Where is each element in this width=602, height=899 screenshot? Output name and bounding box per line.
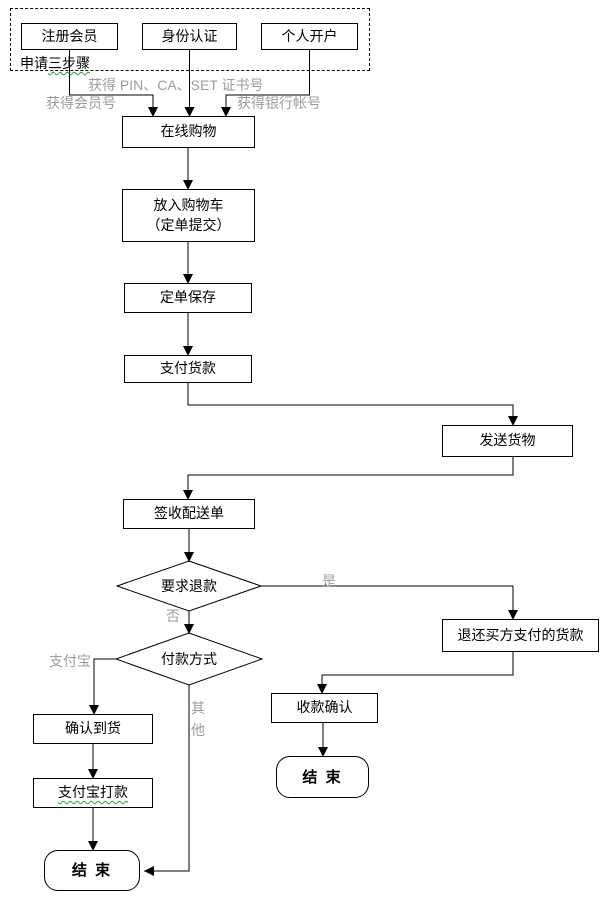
node-alipay-payout-label: 支付宝打款 — [58, 784, 128, 801]
node-sign-delivery-label: 签收配送单 — [154, 505, 224, 522]
node-add-to-cart-line2: （定单提交） — [146, 216, 231, 233]
node-identity-auth-label: 身份认证 — [161, 27, 218, 44]
node-register-member-label: 注册会员 — [41, 27, 98, 44]
decision-payment-method-label: 付款方式 — [161, 651, 217, 667]
edge-label-cert: 获得 PIN、CA、SET 证书号 — [88, 77, 264, 93]
edge-other-to-end-left — [144, 685, 190, 876]
node-save-order-label: 定单保存 — [160, 289, 216, 306]
node-send-goods: 发送货物 — [442, 425, 573, 457]
edge-label-alipay: 支付宝 — [49, 653, 91, 669]
node-add-to-cart: 放入购物车 （定单提交） — [122, 189, 255, 242]
edge-alipay-to-confirm-arrival — [89, 658, 116, 715]
node-pay-goods: 支付货款 — [124, 355, 252, 383]
node-register-member: 注册会员 — [21, 23, 118, 50]
node-alipay-payout: 支付宝打款 — [33, 778, 153, 808]
node-refund-buyer: 退还买方支付的货款 — [442, 619, 599, 652]
edge-label-member-id: 获得会员号 — [46, 95, 116, 111]
edge-pay-to-ship — [187, 382, 518, 426]
node-open-account: 个人开户 — [261, 23, 358, 50]
node-online-shopping: 在线购物 — [122, 116, 255, 148]
node-online-shopping-label: 在线购物 — [160, 123, 217, 140]
edge-label-no: 否 — [166, 608, 180, 624]
edge-label-bank-account: 获得银行帐号 — [237, 95, 321, 111]
application-steps-label-marked: 三步骤 — [48, 55, 90, 71]
node-refund-buyer-label: 退还买方支付的货款 — [457, 626, 584, 643]
edge-ship-to-sign — [183, 457, 514, 500]
node-confirm-arrival: 确认到货 — [33, 714, 153, 744]
node-identity-auth: 身份认证 — [142, 23, 237, 50]
node-send-goods-label: 发送货物 — [479, 432, 536, 449]
decision-request-refund-label: 要求退款 — [161, 578, 217, 594]
node-open-account-label: 个人开户 — [281, 27, 338, 44]
application-steps-label: 申请三步骤 — [20, 53, 90, 73]
node-confirm-collection: 收款确认 — [271, 693, 378, 723]
node-end-right-label: 结 束 — [302, 768, 343, 786]
edge-label-yes: 是 — [322, 573, 336, 589]
application-steps-label-prefix: 申请 — [20, 55, 48, 71]
edge-yes-to-refund-buyer — [261, 585, 518, 620]
application-steps-group — [10, 8, 370, 71]
node-confirm-arrival-label: 确认到货 — [65, 720, 121, 737]
node-end-left: 结 束 — [44, 850, 140, 891]
node-pay-goods-label: 支付货款 — [160, 360, 216, 377]
node-add-to-cart-line1: 放入购物车 — [153, 196, 224, 213]
edge-refund-buyer-to-collection — [317, 652, 514, 694]
node-save-order: 定单保存 — [124, 283, 252, 313]
node-end-right: 结 束 — [276, 756, 369, 798]
node-end-left-label: 结 束 — [71, 862, 113, 879]
node-sign-delivery: 签收配送单 — [123, 499, 255, 529]
node-confirm-collection-label: 收款确认 — [296, 699, 353, 716]
edge-label-other-char1: 其 — [191, 700, 205, 716]
edge-label-other: 其 他 — [191, 697, 205, 741]
edge-label-other-char2: 他 — [191, 722, 205, 738]
edge-register-to-shopping — [69, 50, 158, 117]
edge-account-to-shopping — [221, 50, 310, 117]
